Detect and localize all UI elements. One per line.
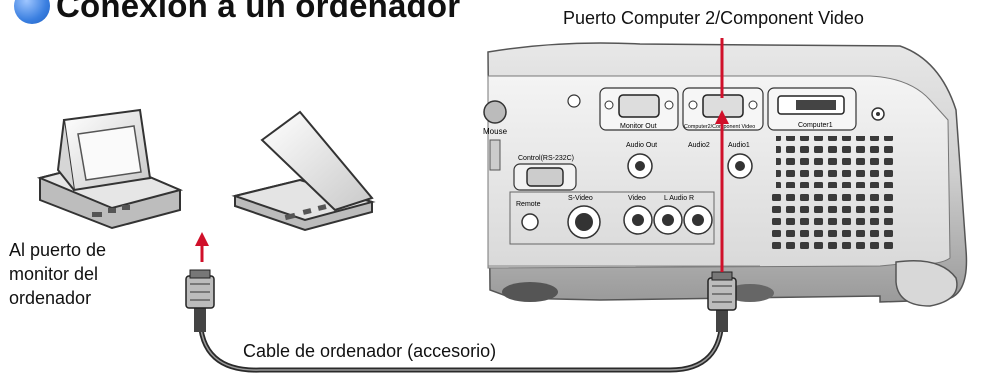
title-text: Conexión a un ordenador xyxy=(56,0,461,24)
vga-connector-icon xyxy=(707,271,737,332)
vga-connector-icon xyxy=(185,269,215,332)
monitor-port-label: Al puerto de monitor del ordenador xyxy=(9,240,107,308)
section-title: Conexión a un ordenador xyxy=(14,0,460,26)
video-label: Video xyxy=(628,195,646,202)
arrow-to-computer xyxy=(195,232,209,262)
remote-label: Remote xyxy=(516,201,541,208)
desktop-computer-icon xyxy=(36,108,184,230)
control-label: Control(RS-232C) xyxy=(518,155,574,162)
computer2-label: Computer2/Component Video xyxy=(684,124,755,130)
projector-icon: Mouse Monitor Out Computer2/Component Vi… xyxy=(483,42,968,307)
computer1-label: Computer1 xyxy=(798,122,833,129)
audio-lr-label: L Audio R xyxy=(664,195,694,202)
s-video-label: S-Video xyxy=(568,195,593,202)
arrow-to-port xyxy=(715,110,729,272)
cable-label: Cable de ordenador (accesorio) xyxy=(243,341,497,361)
monitor-out-label: Monitor Out xyxy=(620,123,657,130)
laptop-icon xyxy=(231,110,376,232)
port-label: Puerto Computer 2/Component Video xyxy=(563,8,864,28)
audio2-label: Audio2 xyxy=(688,142,710,149)
computer-cable xyxy=(197,313,725,373)
audio-out-label: Audio Out xyxy=(626,142,657,149)
audio1-label: Audio1 xyxy=(728,142,750,149)
mouse-label: Mouse xyxy=(483,127,508,136)
